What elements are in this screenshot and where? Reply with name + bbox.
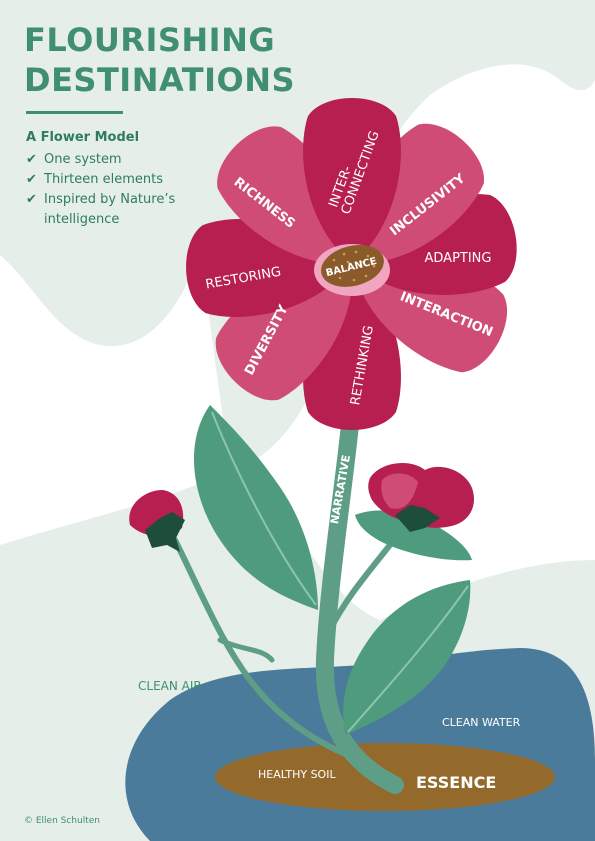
list-item-label: Inspired by Nature’s intelligence [44,192,176,227]
copyright-credit: © Ellen Schulten [24,816,100,826]
check-icon: ✔ [26,192,37,207]
title-underline [26,111,123,114]
label-healthy-soil: HEALTHY SOIL [258,768,336,781]
right-small-flower-inner [381,473,418,509]
list-item-label: One system [44,152,122,167]
label-clean-air: CLEAN AIR [138,679,202,693]
title-line-2: DESTINATIONS [24,61,296,99]
list-item: ✔ Thirteen elements [26,170,204,190]
main-stem [315,416,404,794]
check-icon: ✔ [26,152,37,167]
subtitle: A Flower Model [26,130,140,145]
petal-adapting [352,194,517,295]
left-leaf-vein [211,411,317,606]
right-leaf-vein [347,585,469,733]
check-icon: ✔ [26,172,37,187]
label-adapting: ADAPTING [425,251,492,266]
left-bud-stem [172,537,363,763]
label-essence: ESSENCE [416,773,496,792]
title-line-1: FLOURISHING [24,21,276,59]
list-item: ✔ One system [26,150,204,170]
center-seed-dots [328,250,376,282]
backdrop-light-zone [0,250,230,545]
left-bud-sepal [145,512,185,552]
petal-diversity [215,263,353,401]
flower-head [186,98,517,430]
right-leaf [343,580,471,735]
right-small-flower-sepal [395,505,440,532]
small-leaf [355,510,472,561]
page-title: FLOURISHING DESTINATIONS [24,20,295,100]
petal-interconnecting [303,98,401,264]
list-item-label: Thirteen elements [44,172,163,187]
feature-checklist: ✔ One system ✔ Thirteen elements ✔ Inspired… [26,150,204,230]
left-bud-branch [217,637,275,663]
list-item: ✔ Inspired by Nature’s intelligence [26,190,204,230]
label-clean-water: CLEAN WATER [442,716,521,729]
